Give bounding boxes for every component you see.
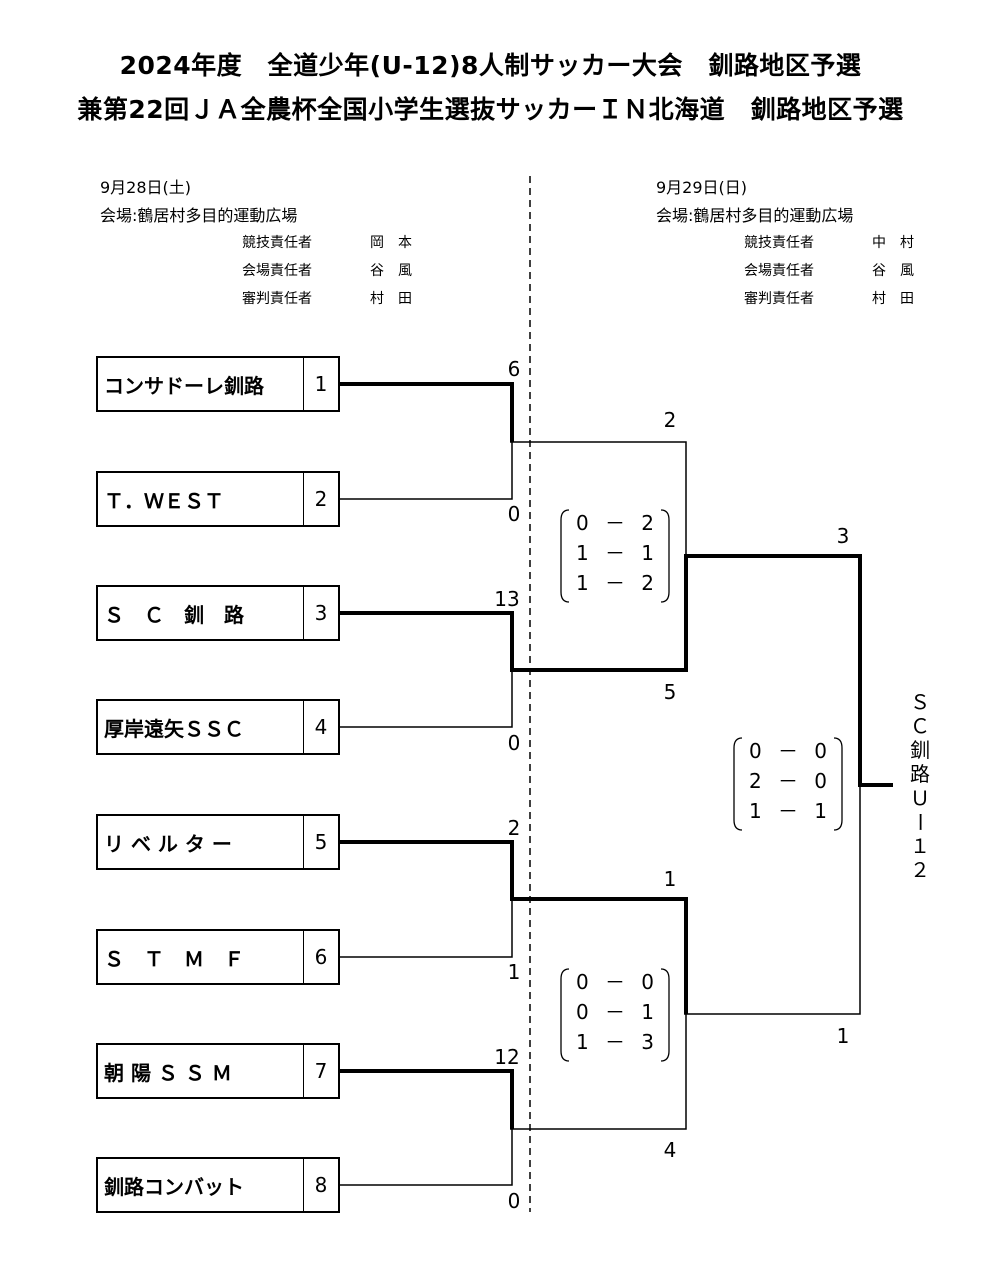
semi-score: 2	[663, 408, 677, 432]
day1-date: 9月28日(土)	[100, 178, 192, 197]
team-box: リ ベ ル タ ー 5	[96, 814, 340, 870]
semi1-top-line	[510, 441, 687, 556]
team-number: 8	[303, 1159, 338, 1211]
semi1-halves: 0－2 1－1 1－2	[560, 508, 670, 604]
team-box: Ｓ Ｃ 釧 路 3	[96, 585, 340, 641]
team-box: 厚岸遠矢ＳＳＣ 4	[96, 699, 340, 755]
champion-char: 路	[910, 762, 930, 786]
loser-line-team2	[340, 442, 513, 500]
champion-char: 釧	[910, 738, 930, 762]
team-name: 朝 陽 Ｓ Ｓ Ｍ	[104, 1060, 232, 1085]
round1-score: 6	[507, 357, 521, 381]
champion-char: ー	[908, 812, 932, 832]
loser-line-team6	[340, 899, 513, 958]
round1-score: 0	[507, 731, 521, 755]
bracket-paren-left	[560, 509, 570, 603]
day2-official-name: 中 村	[872, 235, 914, 251]
winner-line-team3	[340, 611, 514, 670]
team-name: リ ベ ル タ ー	[104, 831, 232, 856]
day1-official-role: 競技責任者	[242, 235, 312, 251]
day2-official-role: 競技責任者	[744, 235, 814, 251]
bracket-paren-right	[660, 509, 670, 603]
day1-venue: 会場:鶴居村多目的運動広場	[100, 206, 298, 225]
team-number: 6	[303, 931, 338, 983]
semi-score: 1	[663, 867, 677, 891]
half-row: 0－2	[576, 511, 654, 535]
day2-date: 9月29日(日)	[656, 178, 748, 197]
day1-official-name: 岡 本	[370, 235, 412, 251]
team-number: 4	[303, 701, 338, 753]
half-row: 0－1	[576, 1000, 654, 1024]
champion-char: １	[910, 834, 930, 858]
champion-name: Ｓ Ｃ 釧 路 Ｕ ー １ ２	[905, 690, 935, 882]
team-name: Ｔ．ＷＥＳＴ	[104, 488, 224, 513]
half-row: 0－0	[749, 739, 827, 763]
semi2-bottom-line	[510, 1014, 687, 1130]
final-score: 1	[836, 1024, 850, 1048]
bracket-paren-right	[660, 968, 670, 1062]
semi-score: 5	[663, 680, 677, 704]
team-name: Ｓ Ｔ Ｍ Ｆ	[104, 946, 244, 971]
loser-line-team8	[340, 1129, 513, 1186]
winner-line-team7	[340, 1069, 514, 1129]
team-box: Ｔ．ＷＥＳＴ 2	[96, 471, 340, 527]
winner-line-team1	[340, 382, 514, 442]
team-number: 1	[303, 358, 338, 410]
bracket-paren-left	[733, 737, 743, 831]
champion-char: Ｓ	[910, 690, 930, 714]
champion-char: Ｃ	[910, 714, 930, 738]
half-row: 1－3	[576, 1030, 654, 1054]
half-row: 1－1	[749, 799, 827, 823]
bracket-paren-right	[833, 737, 843, 831]
winner-line-team5	[340, 840, 514, 899]
team-number: 2	[303, 473, 338, 525]
semi-score: 4	[663, 1138, 677, 1162]
day2-venue: 会場:鶴居村多目的運動広場	[656, 206, 854, 225]
day1-official-role: 会場責任者	[242, 263, 312, 279]
team-box: 朝 陽 Ｓ Ｓ Ｍ 7	[96, 1043, 340, 1099]
half-row: 1－2	[576, 571, 654, 595]
day2-official-name: 谷 風	[872, 263, 914, 279]
title-line-1: 2024年度 全道少年(U-12)8人制サッカー大会 釧路地区予選	[119, 51, 862, 80]
round1-score: 2	[507, 816, 521, 840]
team-box: コンサドーレ釧路 1	[96, 356, 340, 412]
final-halves: 0－0 2－0 1－1	[733, 736, 843, 832]
title-line-2: 兼第22回ＪＡ全農杯全国小学生選抜サッカーＩＮ北海道 釧路地区予選	[77, 95, 904, 124]
team-name: 厚岸遠矢ＳＳＣ	[104, 716, 244, 741]
round1-score: 0	[507, 1189, 521, 1213]
champion-char: ２	[910, 858, 930, 882]
semi1-bottom-line	[510, 556, 688, 672]
bracket-paren-left	[560, 968, 570, 1062]
day1-official-name: 谷 風	[370, 263, 412, 279]
final-score: 3	[836, 524, 850, 548]
semi2-halves: 0－0 0－1 1－3	[560, 967, 670, 1063]
half-row: 1－1	[576, 541, 654, 565]
day2-official-name: 村 田	[872, 291, 914, 307]
day1-official-name: 村 田	[370, 291, 412, 307]
round1-score: 1	[507, 960, 521, 984]
team-number: 3	[303, 587, 338, 639]
champion-char: Ｕ	[910, 786, 930, 810]
final-bottom-line	[684, 785, 861, 1015]
day1-official-role: 審判責任者	[242, 291, 312, 307]
day2-official-role: 審判責任者	[744, 291, 814, 307]
final-top-line	[684, 554, 862, 785]
round1-score: 13	[494, 587, 520, 611]
half-row: 2－0	[749, 769, 827, 793]
team-name: Ｓ Ｃ 釧 路	[104, 602, 244, 627]
round1-score: 0	[507, 502, 521, 526]
loser-line-team4	[340, 670, 513, 728]
team-name: コンサドーレ釧路	[104, 373, 264, 398]
round1-score: 12	[494, 1045, 520, 1069]
team-name: 釧路コンバット	[104, 1174, 244, 1199]
team-box: Ｓ Ｔ Ｍ Ｆ 6	[96, 929, 340, 985]
team-number: 7	[303, 1045, 338, 1097]
half-row: 0－0	[576, 970, 654, 994]
semi2-top-line	[510, 897, 688, 1014]
team-number: 5	[303, 816, 338, 868]
day2-official-role: 会場責任者	[744, 263, 814, 279]
team-box: 釧路コンバット 8	[96, 1157, 340, 1213]
